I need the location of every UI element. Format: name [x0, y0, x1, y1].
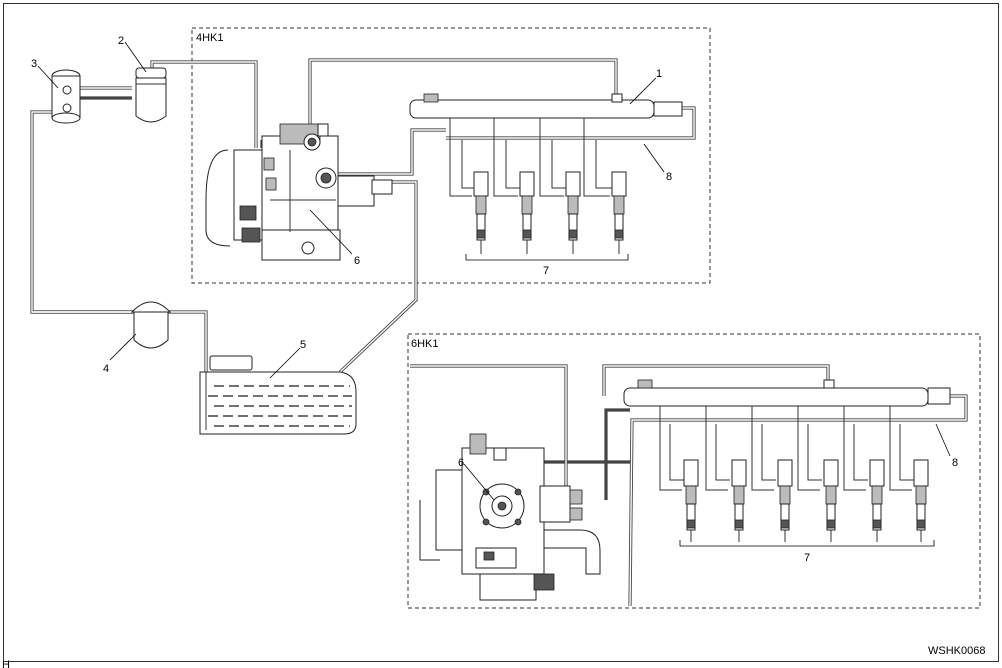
fuel-pipes-inner: [31, 59, 967, 607]
callout-5: 5: [300, 339, 306, 351]
water-separator-3: [51, 69, 81, 124]
corner-mark: H: [2, 659, 10, 668]
label-4hk1: 4HK1: [196, 32, 224, 44]
callout-6-top: 6: [354, 255, 360, 267]
callout-6-bottom: 6: [458, 457, 464, 469]
callout-7-top: 7: [543, 265, 549, 277]
image-code: WSHK0068: [928, 645, 985, 657]
callout-2: 2: [118, 35, 124, 47]
callout-8-bottom: 8: [952, 457, 958, 469]
callout-8-top: 8: [666, 171, 672, 183]
leader-lines: [37, 41, 951, 501]
box-6hk1: [407, 333, 981, 609]
callout-4: 4: [103, 363, 109, 375]
fuel-tank-5: [199, 355, 357, 435]
label-6hk1: 6HK1: [411, 338, 439, 350]
supply-pump-4hk1: [205, 123, 393, 261]
outer-frame: [3, 3, 999, 662]
supply-pump-6hk1: [419, 433, 601, 601]
pre-filter-4: [130, 301, 172, 349]
box-4hk1: [191, 27, 711, 284]
callout-3: 3: [31, 58, 37, 70]
fuel-filter-2: [135, 67, 167, 123]
callout-1: 1: [656, 68, 662, 80]
injectors-4hk1: [449, 118, 629, 261]
common-rail-6hk1: [623, 379, 951, 407]
common-rail-4hk1: [409, 93, 683, 119]
injectors-6hk1: [659, 406, 935, 547]
callout-7-bottom: 7: [804, 552, 810, 564]
